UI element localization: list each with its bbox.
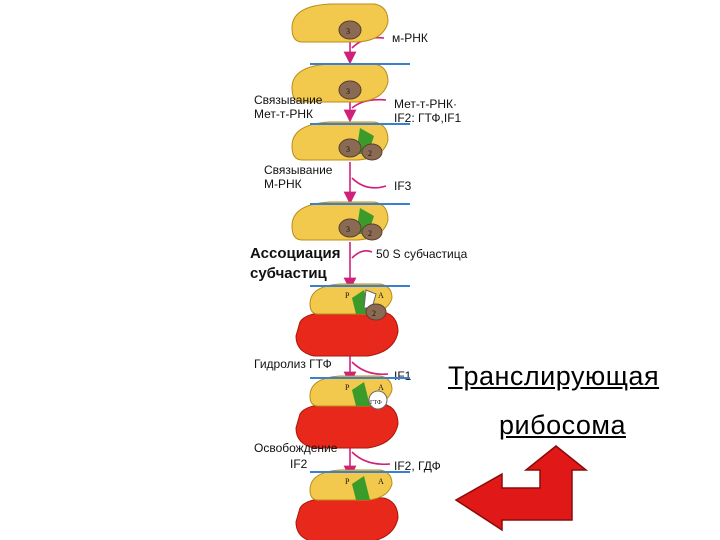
p-site-label: P [345,383,350,392]
association-line1: Ассоциация [250,245,340,262]
ribosome-stage-6: P A ГТФ Освобождение IF2 IF2, ГДФ [254,375,441,473]
factor-2-label: 2 [372,309,376,318]
met-trna-complex-line2: IF2: ГТФ,IF1 [394,111,462,125]
a-site-label: A [378,477,384,486]
p-site-label: P [345,291,350,300]
met-trna-complex-line1: Мет-т-РНК· [394,97,457,111]
a-site-label: A [378,383,384,392]
mrna-label: м-РНК [392,31,428,45]
ribosome-stage-3: 3 2 Связывание М-РНК IF3 [264,121,412,193]
factor-3-label: 3 [346,145,350,154]
big-red-arrow [454,445,589,532]
binding-met-trna-line2: Мет-т-РНК [254,107,313,121]
caption-ribosome: рибосома [499,410,626,440]
factor-3-label: 3 [346,225,350,234]
caption-translating: Транслирующая [448,361,660,391]
ribosome-stage-2: 3 Связывание Мет-т-РНК Мет-т-РНК· IF2: Г… [254,63,462,125]
factor-2-label: 2 [368,149,372,158]
binding-mrna-line2: М-РНК [264,177,302,191]
if2-gdp-label: IF2, ГДФ [394,459,441,473]
association-line2: субчастиц [250,265,328,282]
binding-mrna-line1: Связывание [264,163,333,177]
a-site-label: A [378,291,384,300]
gtp-hydrolysis-label: Гидролиз ГТФ [254,357,332,371]
ribosome-stage-4: 3 2 Ассоциация субчастиц 50 S субчастица [250,201,468,282]
p-site-label: P [345,477,350,486]
if3-label: IF3 [394,179,412,193]
initiation-factor-3 [338,20,362,40]
factor-3-label: 3 [346,27,350,36]
gtp-small-label: ГТФ [370,400,382,406]
if1-label: IF1 [394,369,412,383]
factor-3-label: 3 [346,87,350,96]
small-subunit [291,3,389,43]
ribosome-stage-5: P A 2 Гидролиз ГТФ IF1 [254,283,412,383]
ribosome-stage-1: 3 м-РНК [291,3,428,45]
release-line1: Освобождение [254,441,338,455]
binding-met-trna-line1: Связывание [254,93,323,107]
factor-2-label: 2 [368,229,372,238]
release-line2: IF2 [290,457,308,471]
subunit-50s-label: 50 S субчастица [376,247,468,261]
large-subunit [295,311,399,357]
ribosome-stage-7: P A [295,469,410,540]
